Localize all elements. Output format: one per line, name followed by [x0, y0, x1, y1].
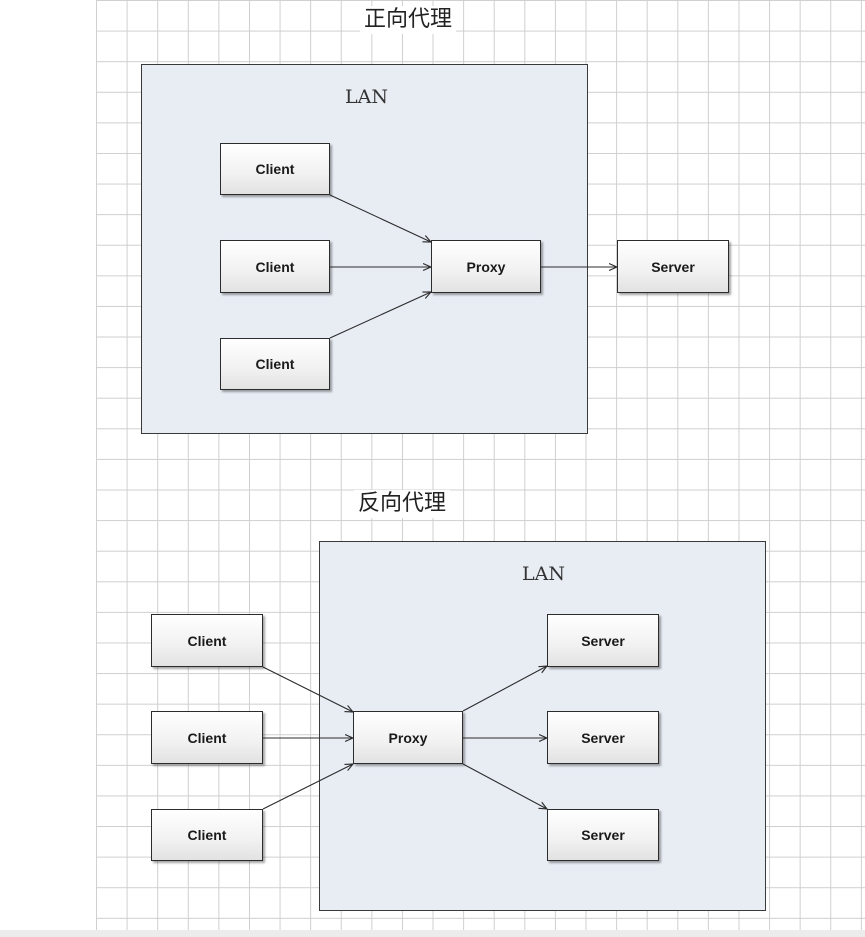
reverse-arrow-proxy-server3	[462, 763, 547, 809]
forward-client-3: Client	[220, 338, 330, 390]
reverse-server-1: Server	[547, 614, 659, 667]
reverse-client-2: Client	[151, 711, 263, 764]
reverse-proxy-title: 反向代理	[354, 490, 451, 518]
forward-proxy-title: 正向代理	[360, 6, 457, 34]
reverse-client-3: Client	[151, 809, 263, 861]
forward-arrow-client3-proxy	[329, 292, 431, 339]
reverse-server-2: Server	[547, 711, 659, 764]
forward-proxy-node: Proxy	[431, 240, 541, 293]
reverse-lan-label: LAN	[522, 563, 565, 585]
forward-server-node: Server	[617, 240, 729, 293]
reverse-arrow-proxy-server1	[462, 666, 547, 712]
forward-client-2: Client	[220, 240, 330, 293]
reverse-arrow-client3-proxy	[262, 764, 353, 810]
bottom-strip	[0, 930, 865, 937]
reverse-server-3: Server	[547, 809, 659, 861]
reverse-arrow-client1-proxy	[262, 666, 353, 712]
reverse-proxy-node: Proxy	[353, 711, 463, 764]
forward-client-1: Client	[220, 143, 330, 195]
forward-arrow-client1-proxy	[329, 194, 431, 242]
reverse-client-1: Client	[151, 614, 263, 667]
forward-lan-label: LAN	[345, 86, 388, 108]
